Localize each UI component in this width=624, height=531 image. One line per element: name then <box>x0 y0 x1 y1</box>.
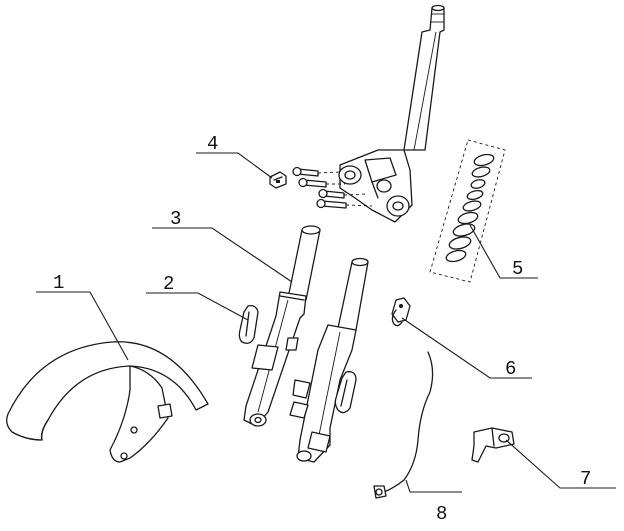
bearing-set-part <box>429 139 506 283</box>
leader-7 <box>505 439 616 489</box>
callout-6: 6 <box>505 358 516 380</box>
hose-clip-part <box>391 297 411 327</box>
steering-stem-part <box>292 4 445 223</box>
callout-3: 3 <box>170 208 181 230</box>
callout-1: 1 <box>53 272 64 294</box>
leader-8 <box>405 479 462 493</box>
callout-7: 7 <box>580 468 591 490</box>
right-fork-leg-part <box>289 257 369 463</box>
leader-3 <box>152 227 293 283</box>
callout-2: 2 <box>163 273 174 295</box>
small-clip-part <box>269 171 287 189</box>
leader-5 <box>469 224 538 279</box>
sensor-cable-part <box>373 351 434 499</box>
leader-lines <box>36 152 616 493</box>
bracket-part <box>471 427 515 463</box>
reflector-part <box>238 304 357 414</box>
callout-4: 4 <box>207 133 218 155</box>
leader-6 <box>401 317 532 379</box>
leader-2 <box>146 292 249 321</box>
clamp-bolts <box>292 166 373 209</box>
front-fender-part <box>6 341 209 463</box>
left-fork-leg-part <box>243 225 321 427</box>
leader-1 <box>36 291 129 361</box>
callout-labels: 1 2 3 4 5 6 7 8 <box>53 133 591 525</box>
callout-5: 5 <box>512 258 523 280</box>
leader-4 <box>196 152 273 179</box>
callout-8: 8 <box>436 503 447 525</box>
